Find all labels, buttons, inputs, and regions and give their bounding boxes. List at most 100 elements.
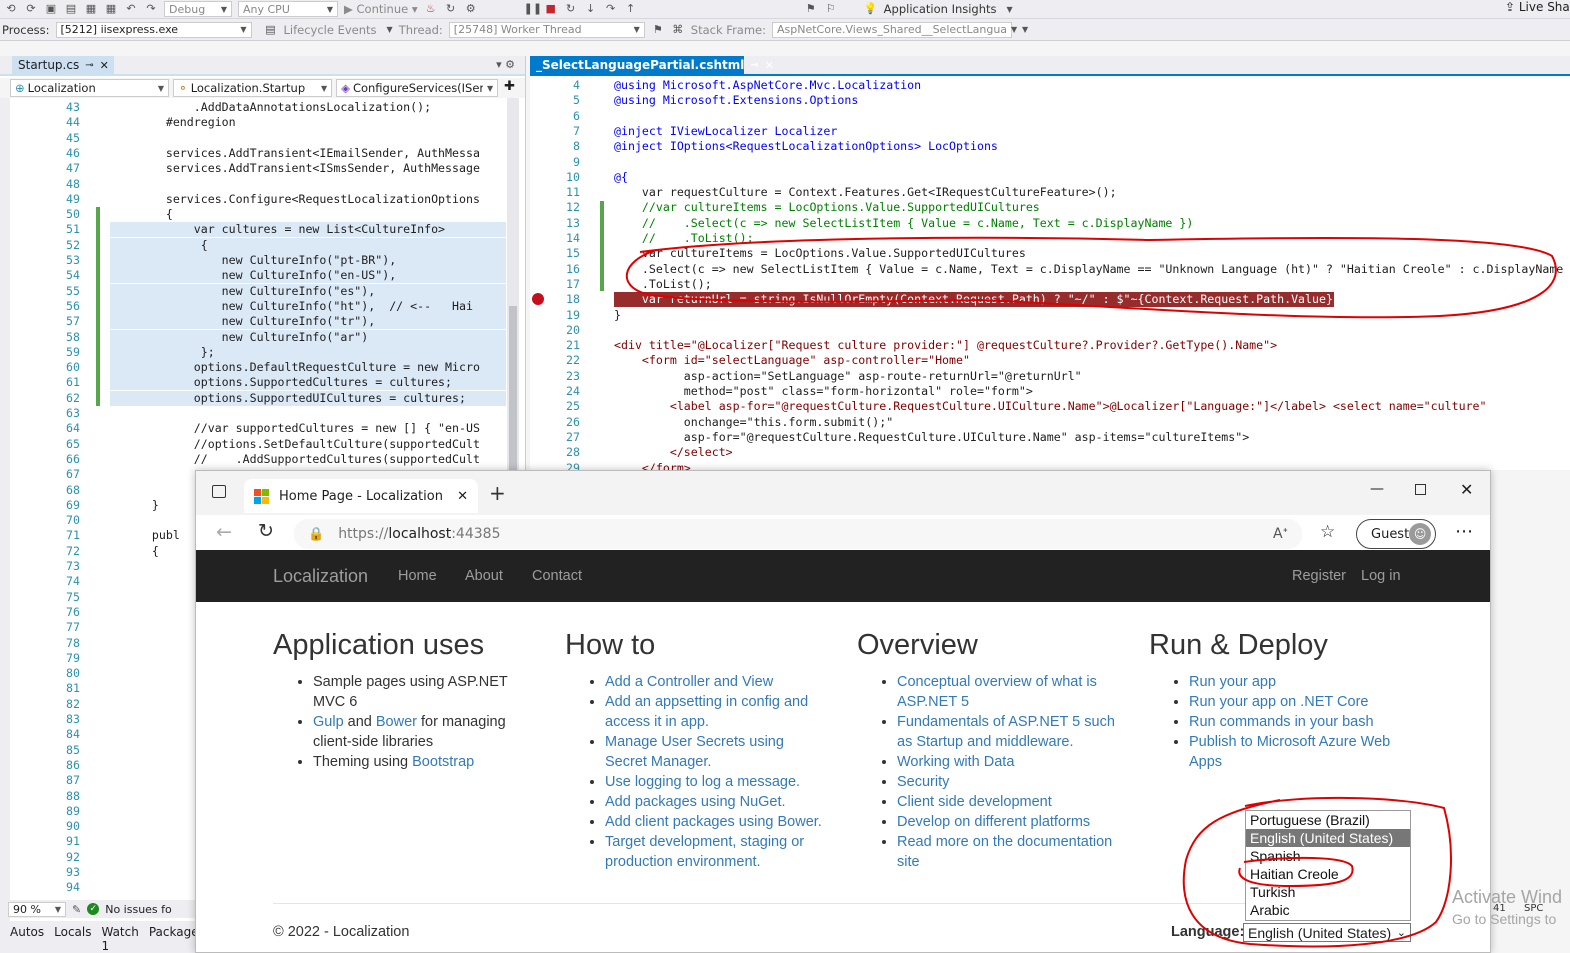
doc-link[interactable]: Run your app [1189, 674, 1277, 690]
open-folder-icon[interactable]: ▤ [65, 2, 77, 15]
code-line[interactable]: @using Microsoft.Extensions.Options [614, 93, 859, 108]
code-line[interactable] [614, 155, 1564, 170]
tab-autos[interactable]: Autos [10, 925, 45, 939]
doc-link[interactable]: Working with Data [897, 754, 1015, 770]
code-line[interactable]: new CultureInfo("pt-BR"), [110, 253, 506, 268]
code-line[interactable]: #endregion [110, 115, 236, 130]
code-line[interactable]: .AddDataAnnotationsLocalization(); [110, 100, 432, 114]
code-line[interactable]: //var cultureItems = LocOptions.Value.Su… [614, 200, 1040, 215]
nav-login-link[interactable]: Log in [1361, 568, 1401, 584]
doc-link[interactable]: Use logging to log a message. [605, 774, 801, 790]
undo-icon[interactable]: ↶ [126, 2, 136, 15]
left-vertical-scrollbar[interactable] [507, 98, 519, 523]
doc-link[interactable]: Client side development [897, 794, 1052, 810]
doc-link[interactable]: Bootstrap [412, 754, 475, 770]
doc-link[interactable]: Run commands in your bash [1189, 714, 1374, 730]
issues-status[interactable]: No issues fo [105, 902, 172, 916]
read-aloud-icon[interactable]: A͏ᐩ [1272, 526, 1288, 542]
code-line[interactable]: } [614, 307, 621, 322]
platform-dropdown[interactable]: Any CPU▼ [238, 1, 338, 17]
nav-about-link[interactable]: About [465, 568, 503, 584]
code-line[interactable]: publ [110, 528, 180, 543]
stack-frame-dropdown[interactable]: AspNetCore.Views_Shared__SelectLangua▼ [772, 21, 1017, 38]
code-line[interactable]: .Select(c => new SelectListItem { Value … [614, 261, 1564, 276]
code-line[interactable]: { [110, 207, 173, 222]
language-select[interactable]: English (United States) ⌄ [1243, 923, 1411, 942]
lightbulb-icon[interactable]: 💡 [863, 2, 878, 15]
process-dropdown[interactable]: [5212] iisexpress.exe▼ [55, 21, 252, 38]
tab-watch-1[interactable]: Watch 1 [101, 925, 139, 953]
code-line[interactable]: options.SupportedCultures = cultures; [110, 375, 506, 391]
overflow-caret-icon[interactable]: ▼ [1022, 25, 1029, 34]
code-line[interactable]: services.Configure<RequestLocalizationOp… [110, 191, 480, 206]
step-out-icon[interactable]: ↑ [626, 2, 636, 15]
method-dropdown[interactable]: ◈ConfigureServices(IServi▼ [336, 79, 499, 97]
doc-link[interactable]: Add a Controller and View [605, 674, 774, 690]
lifecycle-caret-icon[interactable]: ▼ [386, 25, 393, 34]
live-share-button[interactable]: ⇪ Live Sha [1505, 0, 1570, 14]
flag-thread-icon[interactable]: ⚑ [652, 22, 663, 36]
code-line[interactable] [110, 406, 506, 421]
code-line[interactable]: .ToList(); [614, 276, 712, 291]
app-insights-button[interactable]: Application Insights [883, 2, 997, 16]
code-line[interactable]: options.SupportedUICultures = cultures; [110, 390, 506, 406]
code-line[interactable]: </select> [614, 445, 733, 460]
language-option[interactable]: Spanish [1250, 848, 1301, 864]
split-icon[interactable]: ✚ [504, 79, 515, 94]
tab-dropdown-icon[interactable]: ▾ ⚙ [496, 58, 515, 71]
hot-reload-icon[interactable]: ♨ [425, 2, 436, 15]
code-line[interactable]: new CultureInfo("en-US"), [110, 268, 506, 284]
close-icon[interactable]: ✕ [764, 58, 774, 72]
code-line[interactable]: <label asp-for="@requestCulture.RequestC… [614, 399, 1487, 414]
step-into-icon[interactable]: ↓ [586, 2, 596, 15]
doc-link[interactable]: Publish to Microsoft Azure Web Apps [1189, 734, 1391, 770]
code-line[interactable]: } [110, 497, 159, 512]
lifecycle-events-button[interactable]: Lifecycle Events [283, 22, 377, 37]
tab-package[interactable]: Package [148, 925, 199, 939]
code-line[interactable] [614, 109, 1564, 124]
pause-icon[interactable]: ❚❚ [523, 2, 543, 15]
minimize-icon[interactable]: — [1370, 481, 1384, 497]
code-line[interactable]: options.DefaultRequestCulture = new Micr… [110, 360, 506, 376]
redo-icon[interactable]: ↷ [146, 2, 156, 15]
code-line[interactable]: asp-action="SetLanguage" asp-route-retur… [614, 368, 1082, 383]
bookmark-icon[interactable]: ⚑ [805, 2, 816, 15]
code-line[interactable]: var cultureItems = LocOptions.Value.Supp… [614, 246, 1026, 261]
code-line[interactable]: new CultureInfo("tr"), [110, 314, 506, 330]
code-line[interactable]: var requestCulture = Context.Features.Ge… [614, 185, 1117, 200]
code-line[interactable]: var cultures = new List<CultureInfo> [110, 222, 506, 238]
refresh-icon[interactable]: ↻ [258, 520, 274, 542]
thread-dropdown[interactable]: [25748] Worker Thread▼ [448, 21, 645, 38]
code-line[interactable] [614, 323, 1564, 338]
brush-icon[interactable]: ✎ [72, 902, 82, 916]
restart-debug-icon[interactable]: ↻ [566, 2, 576, 15]
nav-contact-link[interactable]: Contact [532, 568, 582, 584]
code-line[interactable]: // .Select(c => new SelectListItem { Val… [614, 215, 1194, 230]
code-line[interactable]: }; [110, 344, 506, 360]
filter-icon[interactable]: ⌘ [672, 22, 684, 36]
pin-icon[interactable]: ⊸ [750, 59, 759, 71]
code-line[interactable]: //var supportedCultures = new [] { "en-U… [110, 421, 480, 436]
code-line[interactable]: // .AddSupportedCultures(supportedCult [110, 451, 480, 466]
code-line[interactable]: new CultureInfo("ht"), // <-- Hai [110, 298, 506, 314]
doc-link[interactable]: Develop on different platforms [897, 814, 1091, 830]
language-options-list[interactable]: Portuguese (Brazil)English (United State… [1245, 810, 1411, 921]
site-brand-link[interactable]: Localization [273, 565, 369, 586]
code-line[interactable] [110, 177, 506, 192]
doc-link[interactable]: Gulp [313, 714, 344, 730]
breakpoint-icon[interactable] [532, 293, 544, 305]
code-line[interactable]: new CultureInfo("ar") [110, 329, 506, 345]
code-line[interactable]: @inject IViewLocalizer Localizer [614, 123, 838, 138]
code-line[interactable]: method="post" class="form-horizontal" ro… [614, 384, 1033, 398]
code-line[interactable]: services.AddTransient<IEmailSender, Auth… [110, 145, 480, 160]
save-all-icon[interactable]: ▦ [105, 2, 117, 15]
bookmark-prev-icon[interactable]: ⚐ [825, 2, 836, 15]
code-line[interactable]: @inject IOptions<RequestLocalizationOpti… [614, 139, 998, 154]
nav-home-link[interactable]: Home [398, 568, 437, 584]
app-insights-caret-icon[interactable]: ▼ [1006, 4, 1013, 14]
url-field[interactable]: 🔒 https://localhost:44385 A͏ᐩ [294, 519, 1302, 549]
maximize-icon[interactable] [1415, 484, 1426, 495]
code-line[interactable]: // .ToList(); [614, 231, 754, 245]
code-line[interactable]: new CultureInfo("es"), [110, 283, 506, 299]
continue-button[interactable]: ▶ Continue ▾ [344, 2, 418, 16]
